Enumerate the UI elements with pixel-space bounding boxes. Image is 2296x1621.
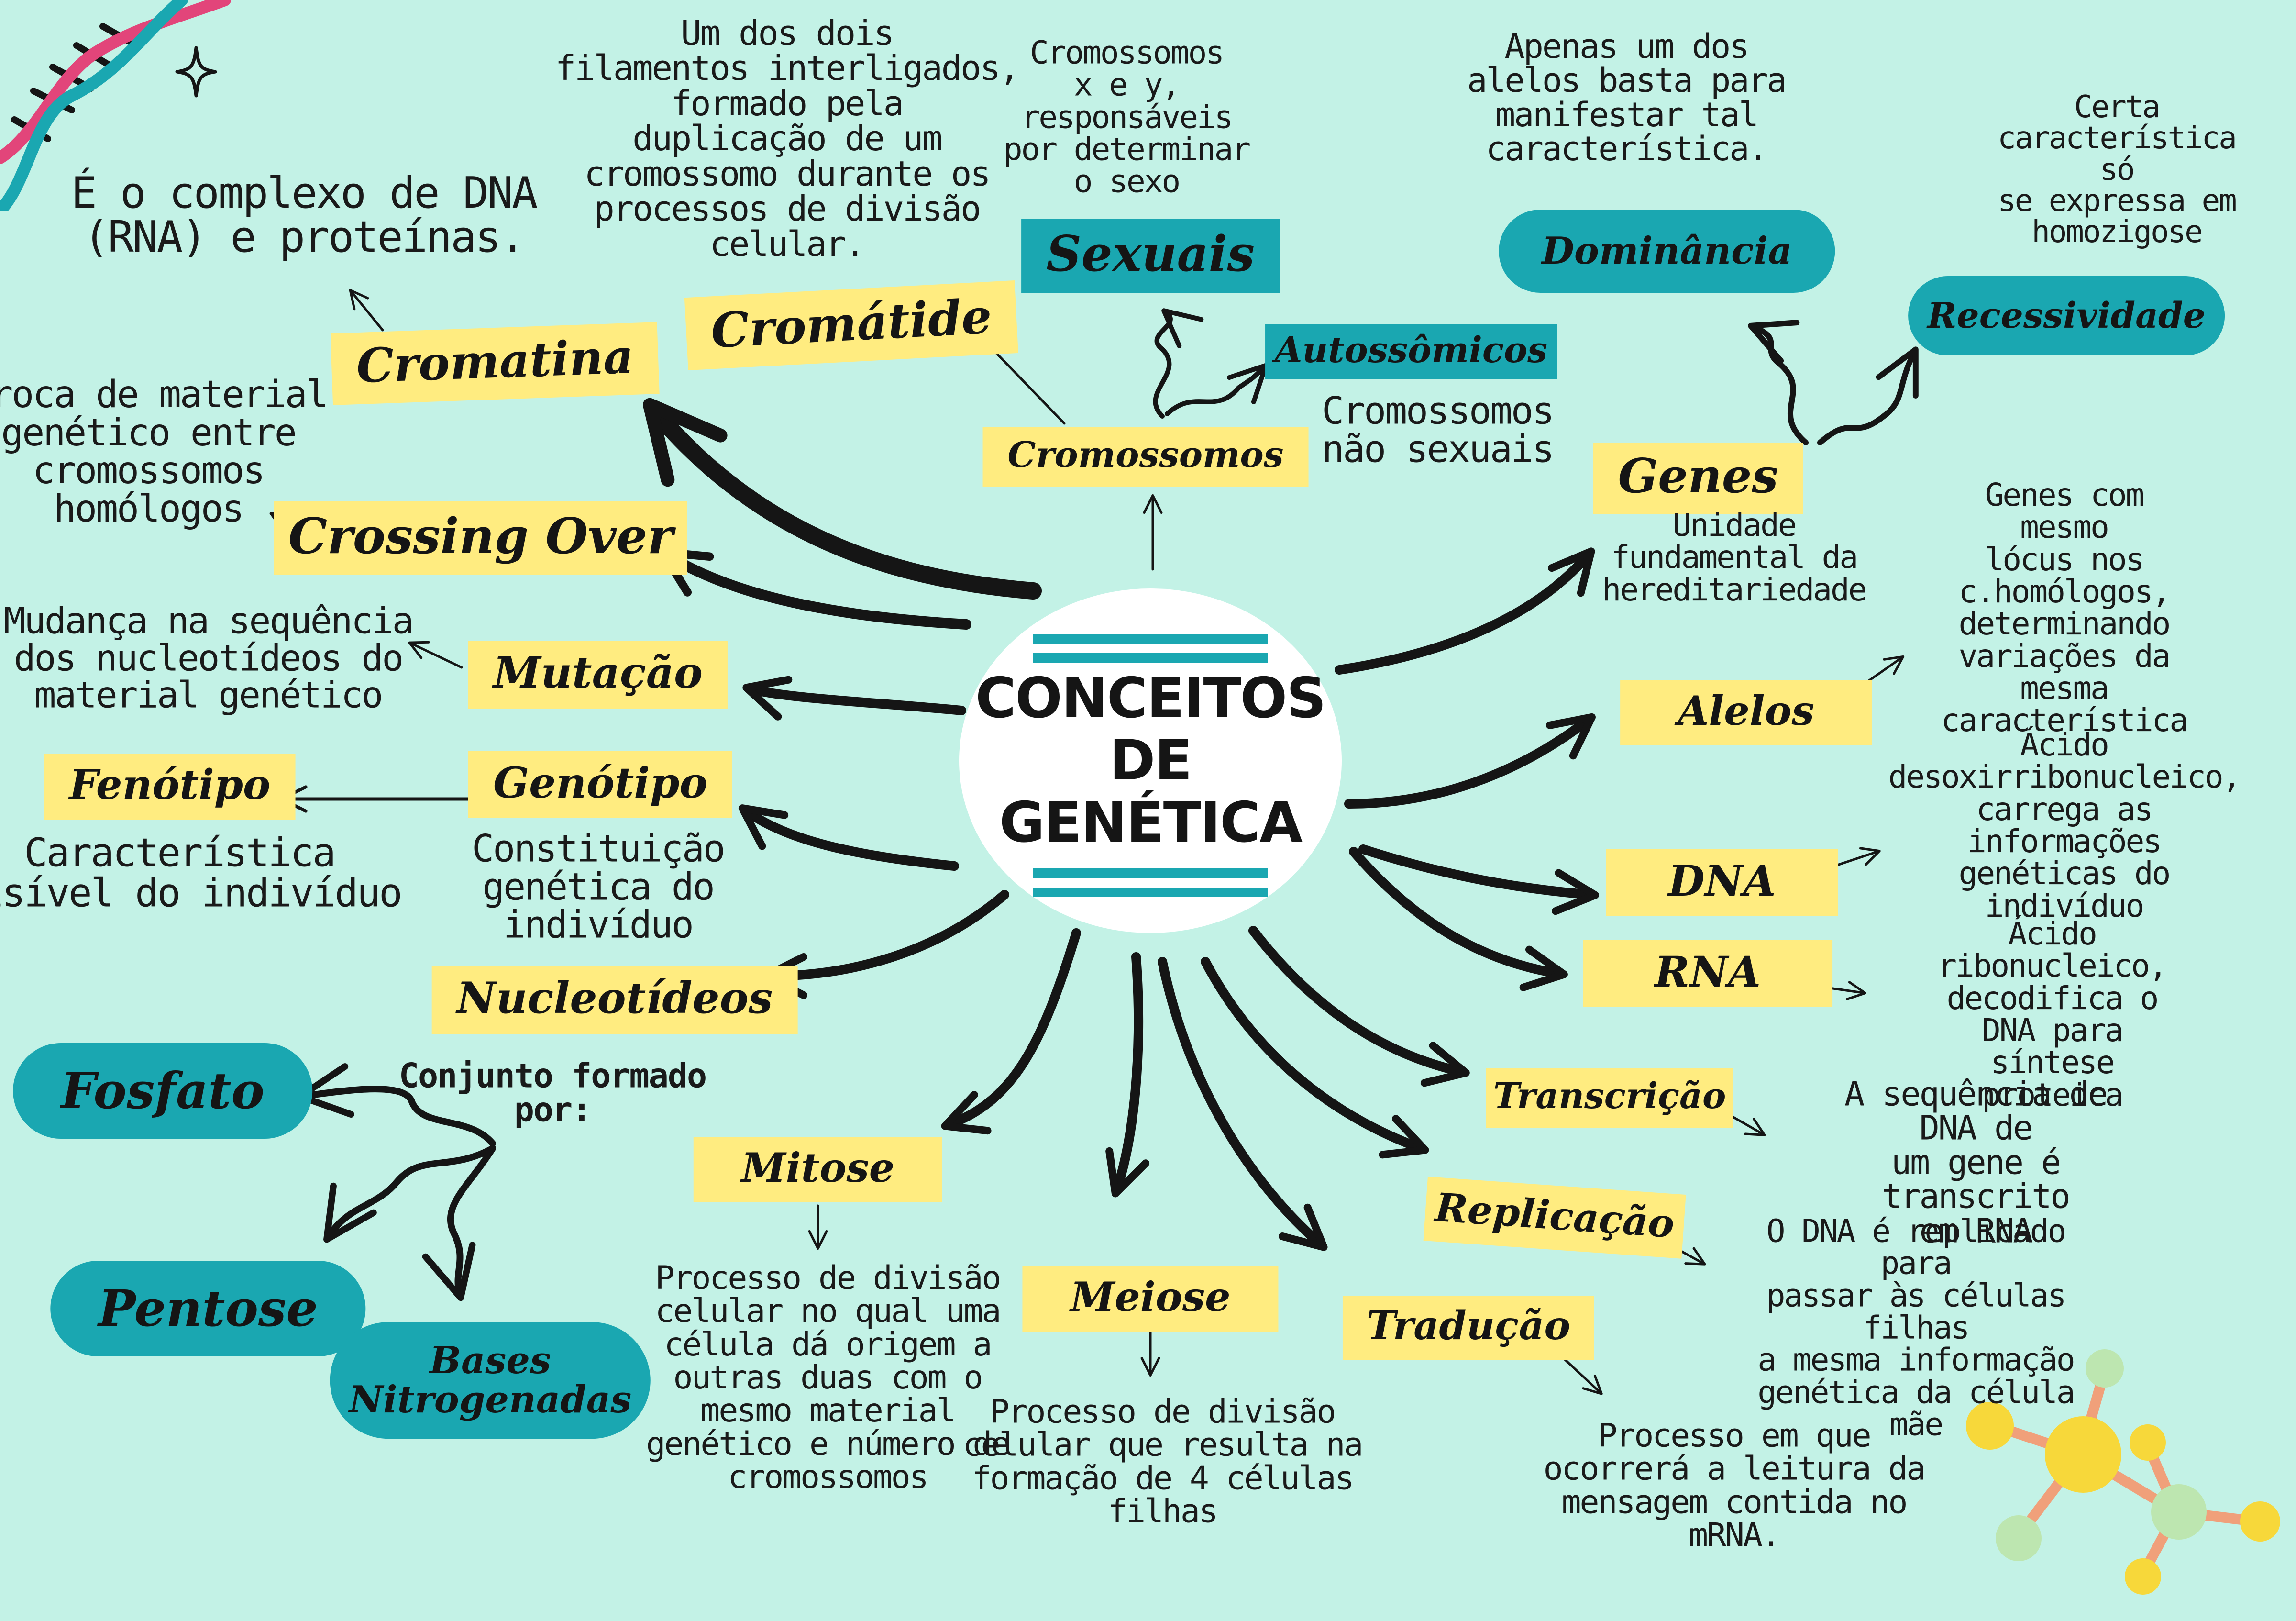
center-title: CONCEITOS DE GENÉTICA [975, 666, 1326, 855]
arrow-to-crossing-over [658, 548, 971, 630]
term-fenotipo: Fenótipo [44, 754, 296, 820]
term-meiose: Meiose [1022, 1266, 1279, 1332]
term-dominancia: Dominância [1499, 210, 1835, 293]
wavy-arrow-to-dominancia [1748, 320, 1809, 445]
center-rule-top [1033, 634, 1268, 644]
term-traducao: Tradução [1342, 1296, 1595, 1360]
note-traducao: Processo em que ocorrerá a leitura da me… [1543, 1417, 1926, 1554]
arrow-to-traducao [1158, 957, 1328, 1251]
note-replicacao: O DNA é replicado para passar às células… [1757, 1212, 2075, 1443]
arrow-to-mitose [941, 928, 1081, 1135]
note-recessividade: Certa característica só se expressa em h… [1998, 89, 2237, 250]
note-cromatide: Um dos dois filamentos interligados, for… [555, 12, 1020, 264]
arrow-to-mutacao [742, 676, 966, 721]
arrow-to-replicacao [1201, 957, 1429, 1159]
center-rule-bottom-2 [1033, 888, 1268, 897]
wavy-arrow-to-pentose [323, 1145, 496, 1243]
term-alelos: Alelos [1620, 680, 1872, 745]
note-rna: Ácido ribonucleico, decodifica o DNA par… [1938, 915, 2168, 1113]
term-cromatina: Cromatina [330, 322, 660, 405]
sparkle-icon [175, 46, 217, 98]
arrow-to-meiose [1105, 952, 1150, 1198]
note-alelos: Genes com mesmo lócus nos c.homólogos, d… [1941, 476, 2188, 739]
arrow-to-transcricao [1248, 926, 1470, 1087]
center-rule-top-2 [1033, 653, 1268, 663]
arrow-to-rna [1349, 847, 1568, 991]
note-dominancia: Apenas um dos alelos basta para manifest… [1467, 27, 1787, 169]
thin-arrow-transcricao-note [1728, 1113, 1766, 1136]
term-mutacao: Mutação [468, 641, 728, 709]
wavy-arrow-to-fosfato [297, 1063, 496, 1147]
thin-arrow-traducao-note [1563, 1357, 1603, 1395]
note-genotipo: Constituição genética do indivíduo [472, 827, 726, 947]
term-nucleotideos: Nucleotídeos [431, 966, 798, 1034]
note-mitose: Processo de divisão celular no qual uma … [646, 1259, 1011, 1497]
note-dna: Ácido desoxirribonucleico, carrega as in… [1888, 726, 2241, 924]
center-node: CONCEITOS DE GENÉTICA [959, 588, 1342, 933]
term-sexuais: Sexuais [1021, 219, 1280, 293]
term-fosfato: Fosfato [13, 1043, 312, 1139]
term-rna: RNA [1583, 940, 1832, 1007]
molecule-icon [1966, 1349, 2280, 1595]
note-cromatina: É o complexo de DNA (RNA) e proteínas. [71, 168, 538, 262]
note-transcricao: A sequência de DNA de um gene é transcri… [1844, 1074, 2108, 1251]
arrow-to-genotipo [738, 804, 959, 871]
term-dna: DNA [1606, 849, 1838, 916]
arrow-to-cromatina [643, 398, 1042, 600]
thin-arrow-mutacao-note [408, 641, 463, 669]
arrow-to-nucleotideos [762, 890, 1009, 999]
note-mutacao: Mudança na sequência dos nucleotídeos do… [3, 599, 414, 716]
term-cromossomos: Cromossomos [982, 427, 1309, 487]
term-recessividade: Recessividade [1908, 276, 2225, 355]
note-nucleotideos: Conjunto formado por: [398, 1056, 707, 1130]
note-sexuais: Cromossomos x e y, responsáveis por dete… [1003, 34, 1251, 200]
term-autossomicos: Autossômicos [1265, 324, 1557, 379]
term-crossing-over: Crossing Over [274, 501, 688, 575]
term-bases-nitrogenadas: Bases Nitrogenadas [330, 1322, 651, 1439]
thin-line-cromatide [993, 350, 1066, 425]
term-pentose: Pentose [50, 1261, 366, 1356]
arrow-to-genes [1335, 547, 1595, 675]
note-crossing-over: Troca de material genético entre cromoss… [0, 373, 329, 531]
term-genes: Genes [1593, 443, 1803, 514]
dna-helix-icon [0, 0, 231, 211]
note-autossomicos: Cromossomos não sexuais [1322, 389, 1555, 471]
center-rule-bottom [1033, 868, 1268, 878]
wavy-arrow-to-recessividade [1817, 346, 1919, 445]
arrow-to-alelos [1344, 713, 1596, 809]
thin-arrow-cromatina-note [349, 289, 384, 332]
arrow-to-dna [1358, 844, 1599, 915]
wavy-arrow-to-autossomicos [1165, 363, 1269, 416]
term-genotipo: Genótipo [468, 751, 733, 818]
term-transcricao: Transcrição [1486, 1068, 1733, 1128]
wavy-arrow-to-bases [422, 1145, 496, 1301]
note-fenotipo: Característica visível do indivíduo [0, 830, 403, 916]
note-genes: Unidade fundamental da hereditariedade [1602, 507, 1867, 608]
wavy-arrow-to-sexuais [1153, 308, 1204, 419]
term-mitose: Mitose [693, 1137, 943, 1202]
note-meiose: Processo de divisão celular que resulta … [962, 1393, 1364, 1531]
